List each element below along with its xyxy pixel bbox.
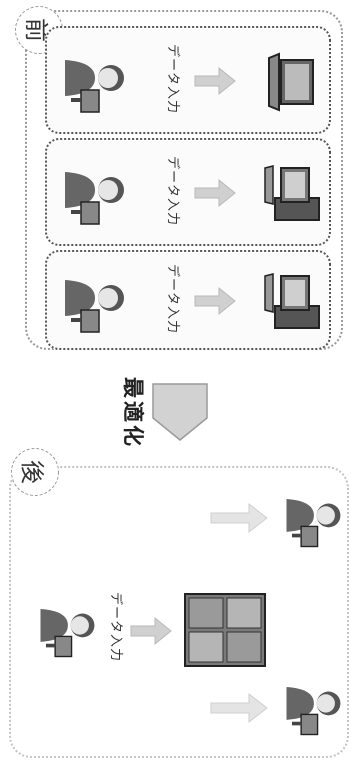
device-group-pc-1: データ入力 bbox=[45, 138, 331, 246]
desktop-pc-icon bbox=[264, 165, 320, 221]
arrow-up-icon bbox=[130, 616, 172, 646]
optimize-label: 最適化 bbox=[121, 377, 145, 449]
device-group-pc-2: データ入力 bbox=[45, 250, 331, 350]
arrow-up-icon bbox=[194, 178, 236, 208]
data-input-label: データ入力 bbox=[165, 156, 180, 227]
desktop-pc-icon bbox=[264, 273, 320, 329]
person-at-computer-icon bbox=[65, 60, 124, 113]
data-input-label: データ入力 bbox=[165, 44, 180, 115]
after-badge: 後 bbox=[11, 448, 59, 496]
laptop-icon bbox=[268, 52, 314, 112]
data-input-label: データ入力 bbox=[165, 264, 180, 335]
person-at-computer-icon bbox=[65, 172, 124, 225]
arrow-up-icon bbox=[194, 286, 236, 316]
person-at-computer-icon bbox=[40, 608, 95, 658]
data-input-label: データ入力 bbox=[108, 592, 123, 663]
connector-arrow-icon bbox=[210, 692, 268, 724]
server-icon bbox=[184, 593, 266, 667]
person-at-computer-icon bbox=[286, 686, 341, 736]
person-at-computer-icon bbox=[286, 498, 341, 548]
connector-arrow-icon bbox=[210, 502, 268, 534]
optimize-arrow-icon bbox=[152, 383, 208, 441]
arrow-up-icon bbox=[194, 66, 236, 96]
person-at-computer-icon bbox=[65, 280, 124, 333]
device-group-laptop: データ入力 bbox=[45, 26, 331, 134]
